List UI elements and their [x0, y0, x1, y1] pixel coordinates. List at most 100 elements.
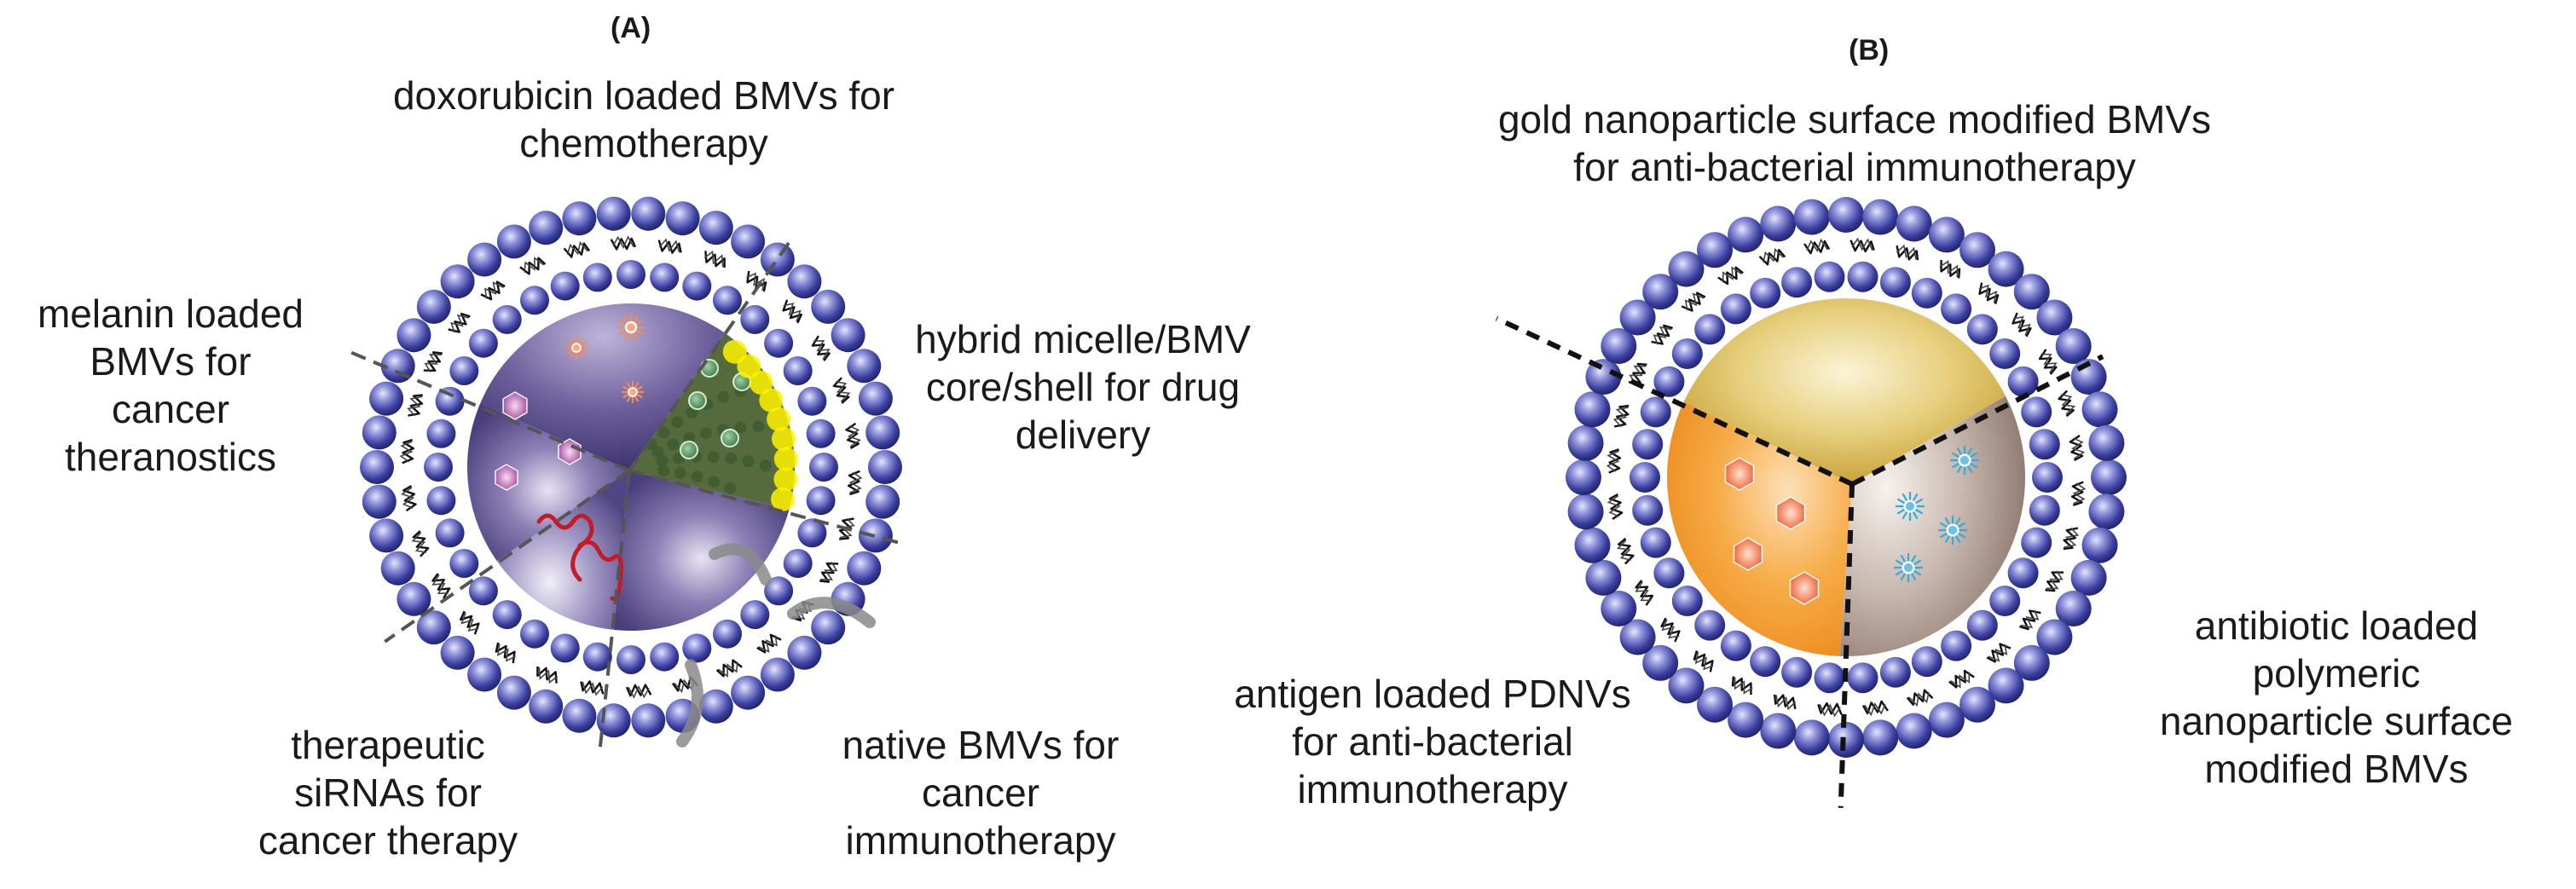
lipid-tail-a: [715, 659, 743, 678]
inner-lipid-bead-b: [1879, 267, 1911, 298]
inner-lipid-bead-a: [740, 600, 770, 630]
outer-lipid-bead-b: [1697, 232, 1733, 268]
lipid-tail-b: [2038, 349, 2058, 375]
tail-zigzag: [566, 240, 588, 256]
lipid-tail-a: [411, 530, 430, 557]
tail-zigzag: [2012, 315, 2031, 336]
lipid-tail-a: [746, 270, 767, 292]
tail-zigzag: [1693, 650, 1714, 673]
outer-lipid-bead-a: [467, 242, 502, 277]
inner-lipid-bead-b: [1750, 646, 1781, 678]
label-line: therapeutic: [291, 723, 485, 767]
inner-lipid-bead-b: [1694, 609, 1726, 641]
tail-zigzag: [2019, 609, 2041, 631]
lipid-tail-a: [399, 438, 415, 465]
outer-lipid-bead-b: [1828, 722, 1864, 758]
lipid-tail-b: [2063, 527, 2080, 551]
tail-zigzag: [431, 573, 451, 599]
tail-zigzag: [2038, 349, 2058, 375]
inner-lipid-bead-b: [1879, 656, 1911, 688]
inner-lipid-bead-a: [650, 642, 680, 672]
micelle-texture: [752, 420, 765, 433]
outer-lipid-bead-b: [1793, 199, 1830, 235]
inner-lipid-bead-a: [449, 356, 479, 385]
sector-divider-dashed: [1838, 483, 1855, 808]
lipid-tail-b: [1616, 537, 1635, 565]
outer-lipid-bead-a: [369, 381, 404, 416]
tail-zigzag: [2020, 609, 2040, 629]
lipid-tail-b: [1861, 700, 1889, 717]
label-line: polymeric: [2252, 651, 2421, 696]
outer-lipid-bead-b: [1959, 686, 1995, 723]
micelle-drug-particle: [721, 429, 739, 447]
outer-lipid-bead-a: [562, 201, 597, 236]
outer-lipid-bead-b: [1601, 328, 1637, 364]
lipid-tail-b: [1612, 404, 1630, 428]
inner-lipid-bead-a: [426, 419, 456, 448]
outer-lipid-bead-b: [2013, 274, 2050, 310]
outer-lipid-bead-a: [698, 689, 733, 724]
micelle-shell-yellow: [772, 426, 796, 451]
lipid-tail-a: [495, 642, 516, 664]
label-melanin: melanin loaded BMVs for cancer theranost…: [17, 290, 324, 481]
tail-zigzag: [1819, 703, 1841, 718]
outer-lipid-bead-a: [416, 289, 451, 324]
melanin-hexagon: [558, 438, 582, 465]
inner-lipid-bead-b: [1847, 662, 1878, 694]
tail-zigzag: [1850, 240, 1875, 253]
tail-zigzag: [536, 666, 558, 684]
tail-zigzag: [1758, 249, 1786, 266]
core-sector-melanin: [467, 403, 629, 562]
sector-divider-dashed: [384, 469, 631, 644]
micelle-texture: [671, 416, 684, 429]
label-line: doxorubicin loaded BMVs for: [392, 73, 895, 118]
outer-lipid-bead-b: [1567, 494, 1604, 530]
label-sirna: therapeutic siRNAs for cancer therapy: [205, 721, 571, 864]
tail-zigzag: [783, 303, 802, 322]
sector-divider-dashed: [345, 349, 630, 472]
outer-lipid-bead-b: [1668, 667, 1705, 704]
micelle-texture: [686, 407, 698, 419]
outer-lipid-bead-b: [1668, 251, 1705, 287]
tail-zigzag: [402, 485, 417, 512]
tail-zigzag: [820, 562, 838, 580]
lipid-tail-a: [580, 680, 605, 696]
tail-zigzag: [756, 633, 782, 654]
lipid-tail-b: [1717, 266, 1744, 286]
outer-lipid-bead-b: [1760, 205, 1797, 242]
tail-zigzag: [847, 470, 860, 496]
label-line: antibiotic loaded: [2194, 603, 2479, 648]
tail-zigzag: [1629, 365, 1647, 384]
lipid-tail-b: [1773, 694, 1797, 711]
outer-lipid-bead-a: [760, 657, 795, 692]
tail-zigzag: [563, 242, 591, 258]
panel-b-letter: (B): [1849, 34, 1890, 66]
tail-zigzag: [813, 340, 831, 360]
outer-lipid-bead-b: [1828, 197, 1864, 233]
label-line: modified BMVs: [2204, 747, 2469, 791]
tail-zigzag: [460, 610, 480, 635]
tail-zigzag: [832, 377, 850, 404]
inner-lipid-bead-b: [1941, 630, 1972, 661]
sirna-strand: [577, 540, 623, 601]
tail-zigzag: [1731, 676, 1752, 696]
lipid-tail-a: [423, 351, 443, 372]
lipid-tail-a: [657, 238, 682, 254]
lipid-tail-b: [1693, 650, 1714, 673]
inner-lipid-bead-b: [1694, 314, 1726, 345]
tail-zigzag: [2045, 571, 2064, 592]
tail-zigzag: [1950, 672, 1971, 689]
inner-lipid-bead-a: [582, 642, 612, 672]
lipid-tail-b: [2069, 435, 2086, 462]
tail-zigzag: [1684, 292, 1705, 311]
label-line: for anti-bacterial: [1292, 719, 1573, 764]
tail-zigzag: [1653, 326, 1672, 345]
tail-zigzag: [1717, 266, 1744, 286]
inner-lipid-bead-a: [550, 633, 580, 663]
star-center: [627, 323, 635, 332]
tail-zigzag: [1775, 695, 1797, 711]
lipid-tail-a: [519, 257, 547, 275]
inner-lipid-bead-b: [1632, 494, 1664, 526]
vesicle-b: [1495, 188, 2136, 808]
